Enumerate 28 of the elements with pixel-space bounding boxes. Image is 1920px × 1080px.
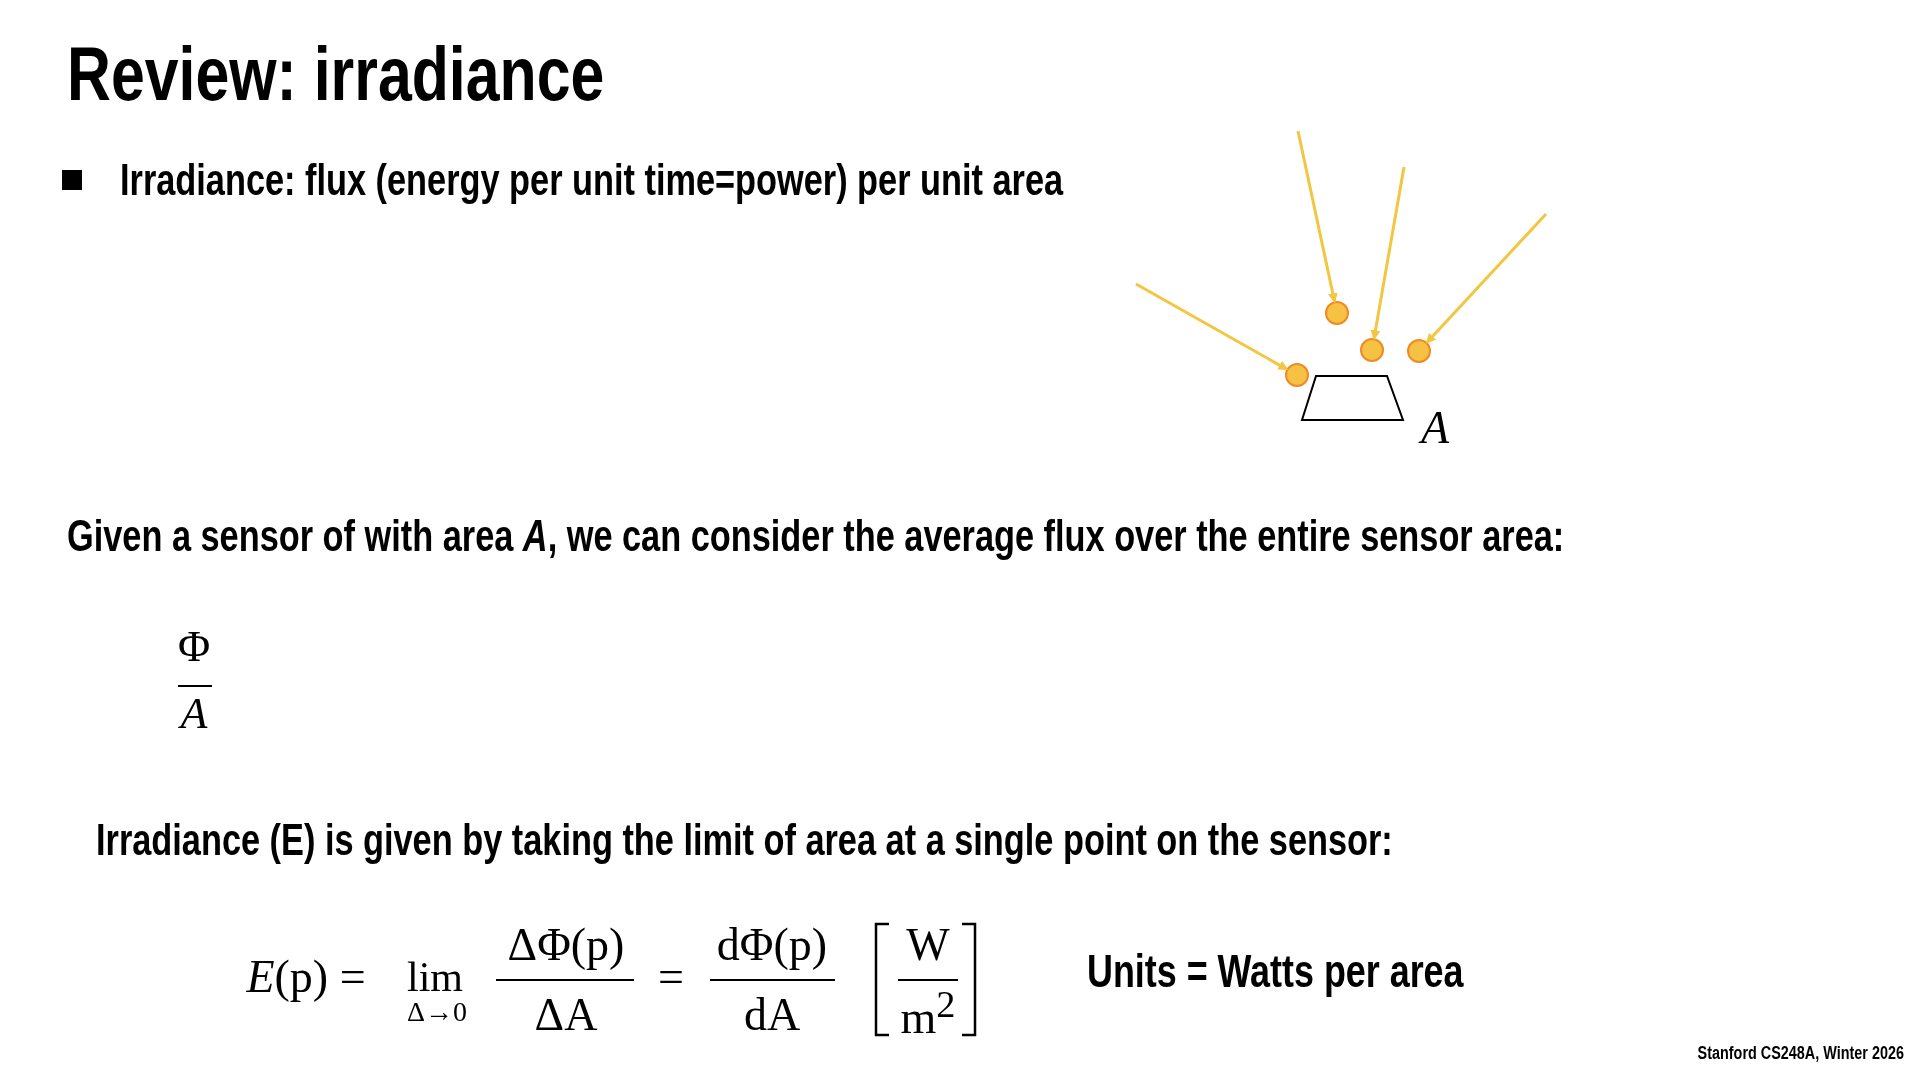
math-symbol: Φ — [177, 625, 211, 669]
equation-text: E(p) = — [246, 954, 366, 1000]
light-ray-arrow — [1135, 282, 1289, 371]
area-label: A — [1420, 405, 1450, 451]
math-denominator: ΔA — [534, 992, 598, 1038]
math-subscript: Δ→0 — [407, 998, 467, 1026]
light-ray-arrow — [1425, 213, 1548, 344]
slide-title: Review: irradiance — [67, 29, 605, 117]
photon-dot — [1325, 301, 1349, 325]
body-text: Given a sensor of with area A, we can consider the average flux over the entire sensor area: — [67, 511, 1565, 561]
math-operator: lim — [407, 956, 463, 998]
math-denominator: dA — [743, 992, 801, 1038]
sensor-trapezoid — [1300, 375, 1405, 421]
photon-dot — [1285, 363, 1309, 387]
photon-dot — [1360, 338, 1384, 362]
math-symbol: = — [658, 954, 684, 1000]
light-ray-arrow — [1296, 130, 1338, 304]
math-numerator: ΔΦ(p) — [507, 922, 625, 968]
math-numerator: W — [906, 922, 950, 968]
math-symbol: A — [180, 692, 208, 736]
units-text: Units = Watts per area — [1087, 944, 1464, 998]
body-text: Irradiance (E) is given by taking the limit of area at a single point on the sensor: — [96, 815, 1393, 865]
math-denominator: m$^{2}$ — [900, 984, 956, 1042]
math-numerator: dΦ(p) — [716, 922, 828, 968]
bullet-text: Irradiance: flux (energy per unit time=power) per unit area — [120, 155, 1064, 205]
footer-text: Stanford CS248A, Winter 2026 — [1697, 1042, 1904, 1064]
light-ray-arrow — [1370, 166, 1406, 341]
photon-dot — [1407, 339, 1431, 363]
